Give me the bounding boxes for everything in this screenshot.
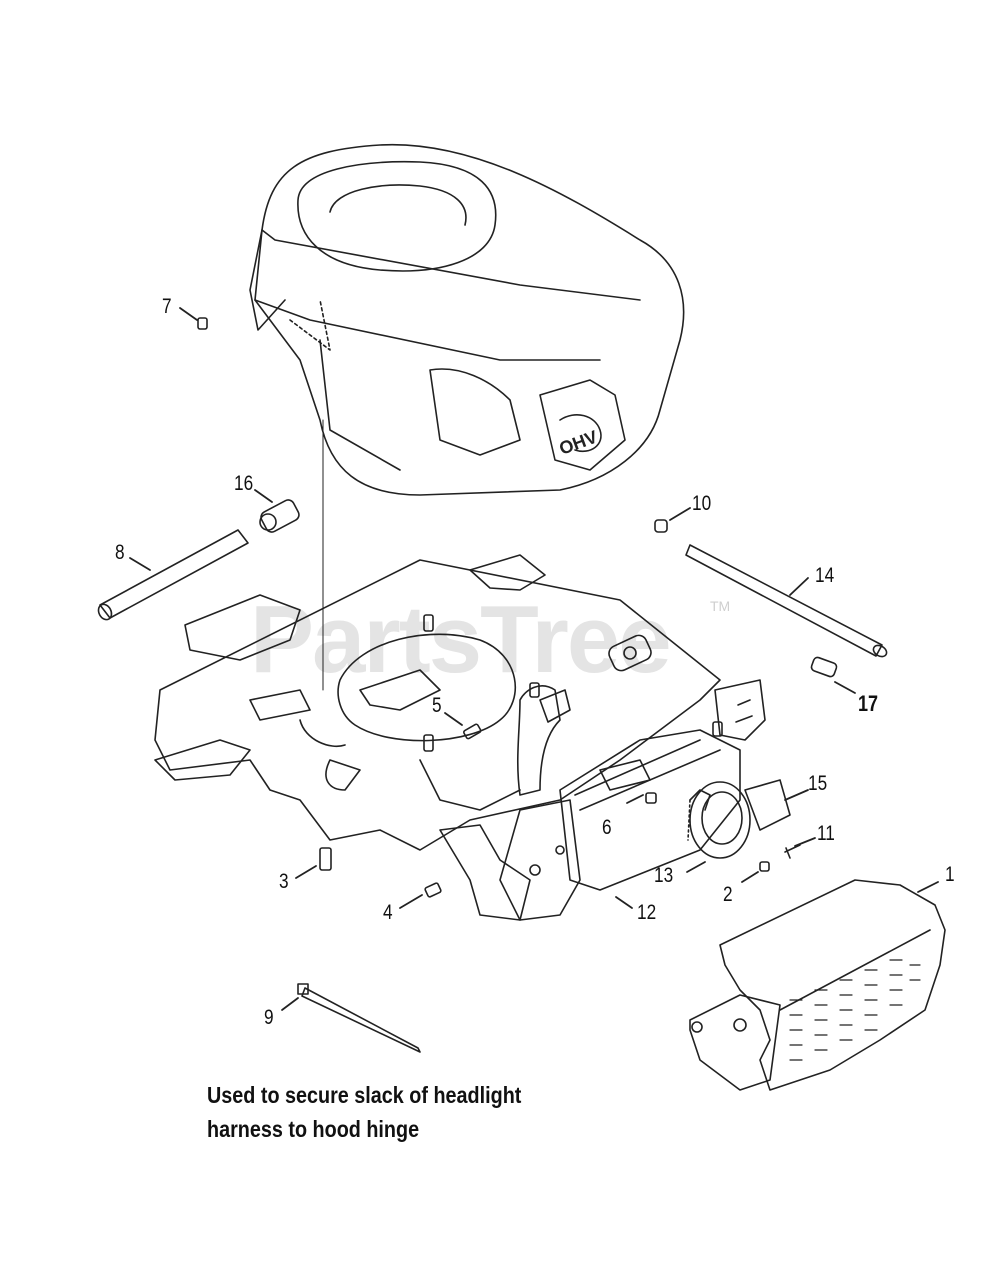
exhaust-pipe [516,634,652,796]
callout-12: 12 [637,901,657,924]
callout-4: 4 [383,901,393,924]
callout-8: 8 [115,541,125,564]
engine: OHV [249,143,685,496]
rod-14 [685,544,888,658]
hardware [197,317,838,898]
leader-lines [129,307,939,1011]
rod-8 [97,529,249,621]
note-line-2: harness to hood hinge [207,1116,420,1142]
callout-16: 16 [234,472,254,495]
callout-6: 6 [602,816,612,839]
callout-1: 1 [945,863,955,886]
trademark-mark: TM [710,598,731,614]
callout-10: 10 [692,492,712,515]
note-line-1: Used to secure slack of headlight [207,1082,522,1108]
frame [154,554,721,921]
callout-7: 7 [162,295,172,318]
callout-15: 15 [808,772,828,795]
heat-shield [689,879,946,1091]
callout-3: 3 [279,870,289,893]
callout-2: 2 [723,883,733,906]
cable-tie [297,983,421,1053]
callout-11: 11 [817,822,835,845]
callout-13: 13 [654,864,674,887]
callout-5: 5 [432,694,442,717]
cable-tie-note: Used to secure slack of headlight harnes… [207,1078,521,1146]
engine-ohv-mark: OHV [557,427,601,459]
callout-9: 9 [264,1006,274,1029]
partstree-watermark: PartsTree [250,586,672,693]
muffler [499,729,741,921]
callout-14: 14 [815,564,835,587]
callout-17: 17 [858,691,879,716]
spark-arrestor [687,779,791,859]
